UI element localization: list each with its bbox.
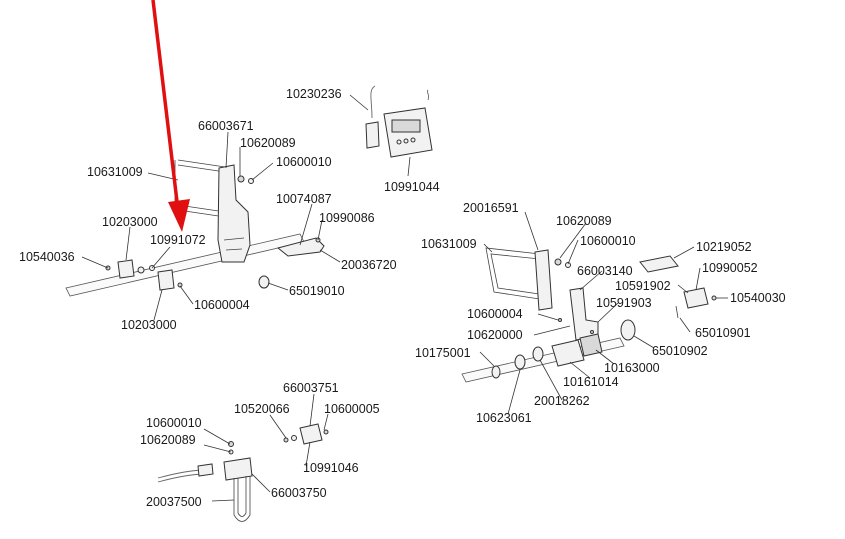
left-assembly [65,85,433,297]
label-10620089: 10620089 [240,136,296,150]
label-65019010: 65019010 [289,284,345,298]
label-66003751: 66003751 [283,381,339,395]
label-10620000: 10620000 [467,328,523,342]
label-10600004-left: 10600004 [194,298,250,312]
ring-10623061 [491,365,501,379]
leader-lines [81,94,728,502]
label-66003750: 66003750 [271,486,327,500]
red-callout-arrow [151,0,190,232]
label-20018262: 20018262 [534,394,590,408]
label-10600004-right: 10600004 [467,307,523,321]
u-bolt [233,476,251,522]
label-10230236: 10230236 [286,87,342,101]
label-10600010-right: 10600010 [580,234,636,248]
label-10161014: 10161014 [563,375,619,389]
label-10540030: 10540030 [730,291,786,305]
label-10600010-bottom: 10600010 [146,416,202,430]
label-10520066: 10520066 [234,402,290,416]
bracket-66003751 [299,423,323,445]
label-10203000-lower: 10203000 [121,318,177,332]
label-10600010: 10600010 [276,155,332,169]
block-10990052 [683,287,709,309]
label-10631009-right: 10631009 [421,237,477,251]
washer-65019010 [258,275,270,289]
label-10163000: 10163000 [604,361,660,375]
right-assembly [461,247,717,383]
bracket-20016591 [534,249,553,311]
plate-10074087 [276,237,325,257]
label-10631009: 10631009 [87,165,143,179]
bracket-66003750 [223,457,253,481]
label-20037500: 20037500 [146,495,202,509]
label-10600005: 10600005 [324,402,380,416]
label-10219052: 10219052 [696,240,752,254]
label-10623061: 10623061 [476,411,532,425]
label-10620089-right: 10620089 [556,214,612,228]
label-66003140: 66003140 [577,264,633,278]
red-arrow-shaft [151,0,180,211]
label-10991046: 10991046 [303,461,359,475]
plate-10219052 [639,255,679,273]
disc-65010902 [620,319,636,341]
label-66003671: 66003671 [198,119,254,133]
label-10990052: 10990052 [702,261,758,275]
label-10540036: 10540036 [19,250,75,264]
red-arrow-head [168,199,190,232]
label-10991072: 10991072 [150,233,206,247]
label-65010901: 65010901 [695,326,751,340]
bottom-assembly [157,423,329,522]
label-10074087: 10074087 [276,192,332,206]
sleeve-10163000 [579,333,603,357]
label-10591902: 10591902 [615,279,671,293]
label-10175001: 10175001 [415,346,471,360]
label-20016591: 20016591 [463,201,519,215]
sensor-10230236 [365,121,380,149]
sensor-cable-20037500 [197,463,214,477]
bracket-66003671 [217,164,251,263]
label-10591903: 10591903 [596,296,652,310]
frame-10631009 [485,247,547,301]
label-10991044: 10991044 [384,180,440,194]
roller-10161014 [551,339,585,367]
part-labels: 10230236 66003671 10620089 10600010 1063… [19,87,786,509]
label-65010902: 65010902 [652,344,708,358]
label-10620089-bottom: 10620089 [140,433,196,447]
label-10990086: 10990086 [319,211,375,225]
clamp-10203000-upper [117,259,135,279]
label-20036720: 20036720 [341,258,397,272]
clamp-10203000-lower [157,269,175,291]
label-10203000-upper: 10203000 [102,215,158,229]
